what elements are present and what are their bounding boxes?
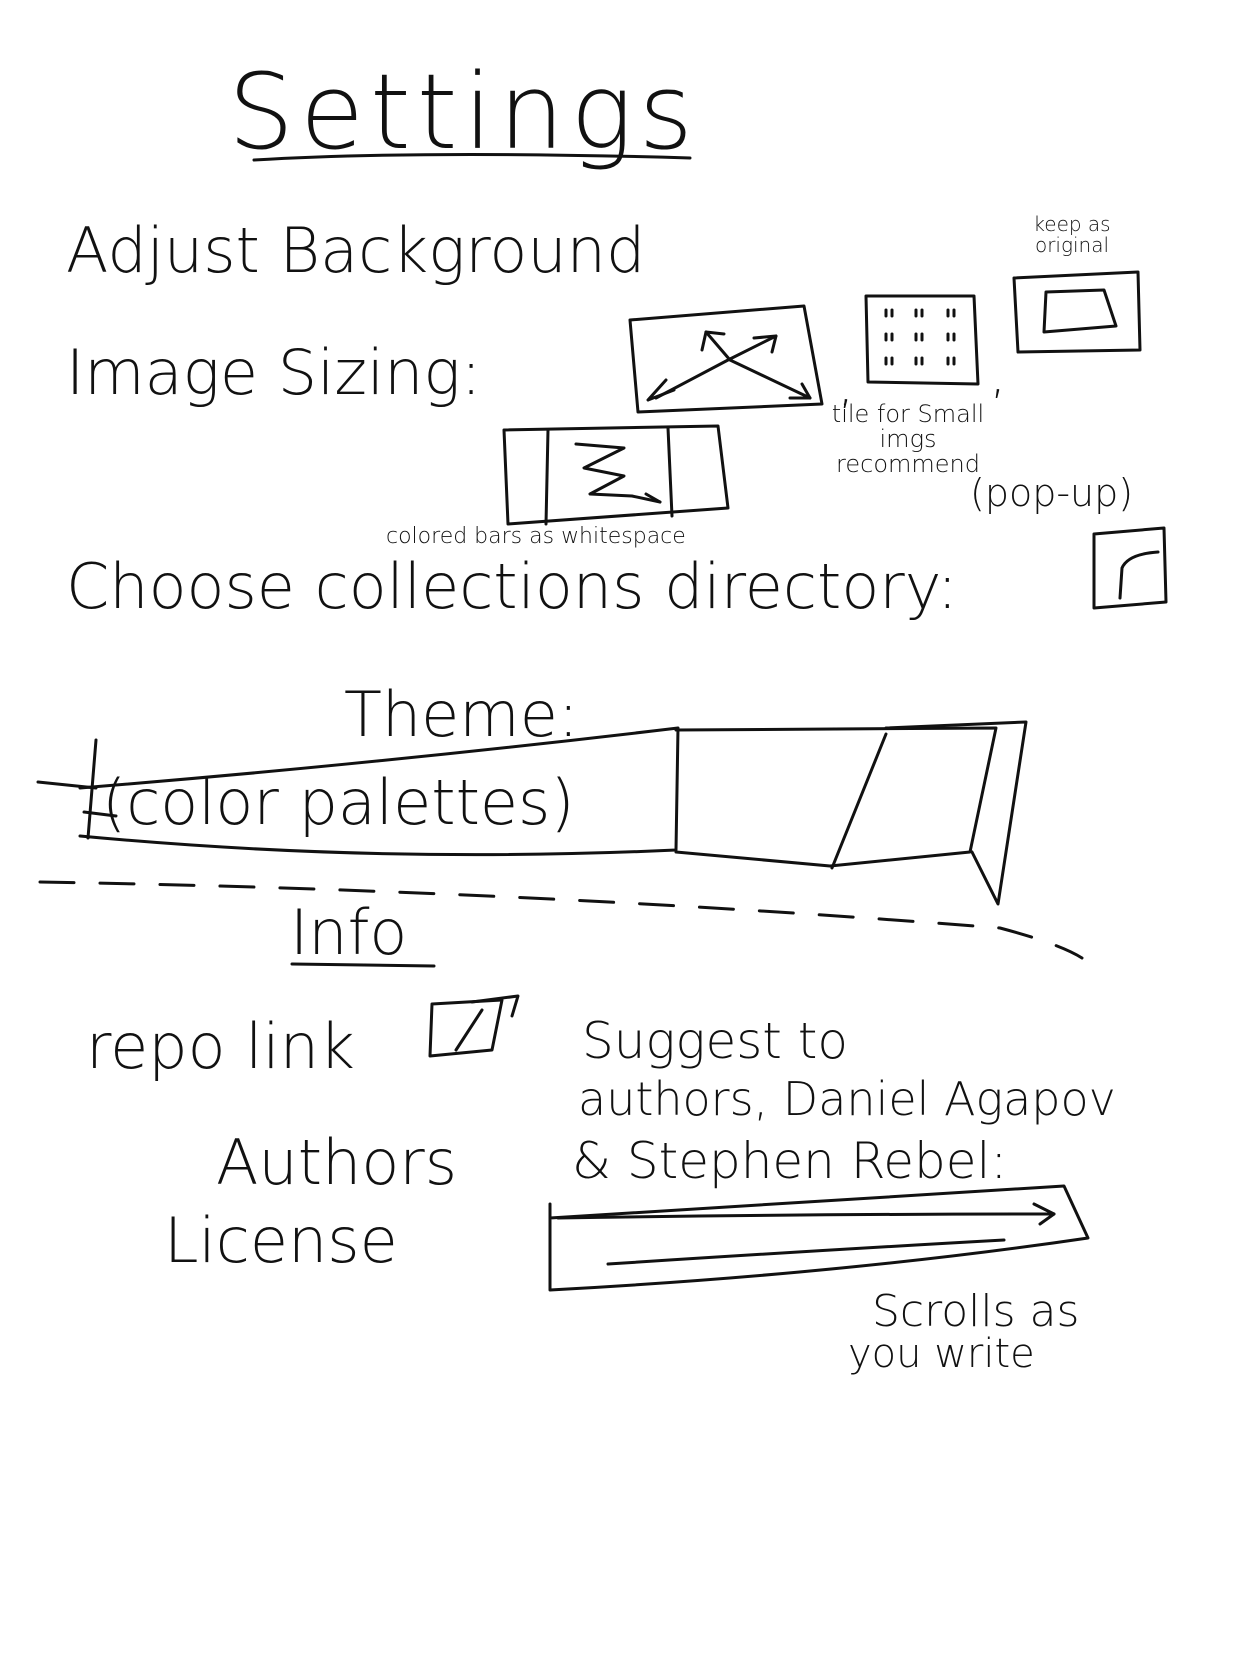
repo-link-icon-button[interactable]: [422, 990, 522, 1060]
colored-bars-note: colored bars as whitespace: [386, 524, 686, 549]
scroll-note-2: you write: [848, 1331, 1035, 1377]
theme-palette-label: (color palettes): [102, 766, 575, 839]
suggestion-input[interactable]: [544, 1184, 1104, 1296]
background-heading: Adjust Background: [66, 214, 646, 287]
page-title: Settings: [228, 51, 699, 173]
theme-palette-shapes: [36, 720, 1028, 906]
tile-option[interactable]: [862, 292, 982, 388]
collections-label: Choose collections directory:: [66, 550, 958, 623]
external-link-icon: [1092, 526, 1168, 610]
original-note: keep as original: [1033, 212, 1111, 257]
suggest-label-3: & Stephen Rebel:: [572, 1132, 1008, 1190]
colored-bars-icon: [502, 424, 730, 526]
license-link[interactable]: License: [164, 1204, 398, 1277]
theme-selector[interactable]: [36, 718, 1036, 906]
tile-note: tile for Small imgs recommend: [831, 400, 985, 479]
tile-popup-label: (pop-up): [970, 471, 1134, 515]
folder-picker-button[interactable]: [1088, 526, 1168, 610]
external-link-icon: [428, 994, 520, 1058]
tile-grid-icon: [864, 294, 980, 386]
suggest-label-2: authors, Daniel Agapov: [578, 1072, 1116, 1126]
expand-arrows-icon: [628, 304, 824, 414]
theme-label: Theme:: [344, 678, 579, 751]
scroll-note-1: Scrolls as: [872, 1286, 1080, 1337]
suggest-label-1: Suggest to: [582, 1012, 848, 1070]
comma-2: ,: [990, 346, 1006, 404]
comma-1: ,: [838, 356, 854, 414]
stretch-option[interactable]: [626, 302, 844, 422]
colored-bars-option[interactable]: [500, 424, 732, 528]
repo-link[interactable]: repo link: [86, 1010, 355, 1083]
original-size-option[interactable]: [1010, 270, 1142, 354]
info-heading: Info: [290, 896, 408, 969]
image-sizing-label: Image Sizing:: [66, 336, 482, 409]
authors-link[interactable]: Authors: [216, 1126, 458, 1199]
